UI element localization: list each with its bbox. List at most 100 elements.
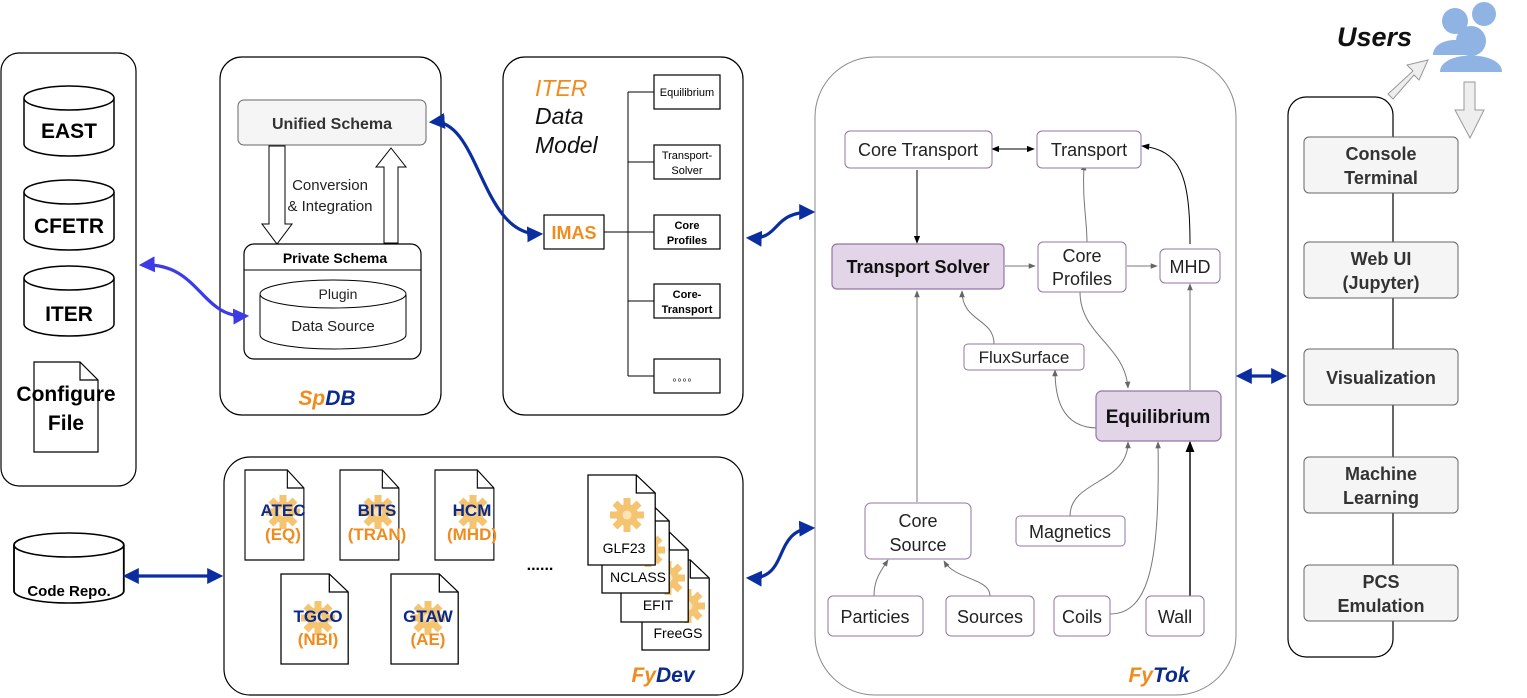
visualization-box (1303, 348, 1459, 406)
flux-surface-box (963, 343, 1085, 371)
emulation-label: Emulation (1337, 596, 1424, 616)
users-label: Users (1337, 22, 1412, 52)
web-ui-label: Web UI (1351, 249, 1412, 269)
iter-model-title-2: Data (535, 103, 584, 129)
iter-label: ITER (45, 303, 93, 326)
unified-schema-box (237, 99, 427, 146)
imas-box (543, 214, 605, 250)
core-source-box (864, 502, 972, 560)
core-profiles-box (1037, 241, 1127, 293)
coils-box (1053, 595, 1111, 637)
equilibrium-box (1095, 390, 1222, 442)
wall-box (1145, 595, 1205, 637)
tgco-tag: (NBI) (298, 630, 339, 649)
hcm-tag: (MHD) (447, 525, 497, 544)
sources-box (945, 595, 1035, 637)
private-schema-label: Private Schema (283, 250, 387, 266)
ids-core-profiles-label-2: Profiles (667, 235, 707, 247)
efit-label: EFIT (643, 597, 674, 613)
gtaw-name: GTAW (403, 607, 454, 626)
spdb-title: SpDB (298, 387, 355, 410)
east-label: EAST (41, 120, 97, 143)
unified-schema-label: Unified Schema (272, 116, 392, 133)
up-hollow-arrow (374, 147, 408, 244)
ids-more-label: 。。。。 (673, 373, 698, 384)
transport-solver-box (831, 243, 1005, 290)
ids-more-box (653, 358, 721, 394)
bits-tag: (TRAN) (348, 525, 407, 544)
iter-model-title-3: Model (535, 132, 599, 158)
ids-core-transport-box (653, 283, 721, 319)
configure-label: Configure (16, 383, 115, 406)
fytok-title: FyTok (1128, 664, 1190, 687)
learning-label: Learning (1343, 488, 1419, 508)
transport-label: Transport (1051, 140, 1127, 160)
fydev-title: FyDev (631, 664, 695, 687)
plugin-data-source (259, 279, 407, 350)
ids-transport-solver-label-2: Solver (671, 165, 703, 177)
ids-core-transport-label-1: Core- (673, 289, 702, 301)
blue-connectors (122, 112, 1288, 587)
data-source-label: Data Source (291, 318, 374, 335)
transport-solver-label: Transport Solver (846, 257, 989, 277)
jupyter-label: (Jupyter) (1342, 273, 1419, 293)
integration-label: & Integration (287, 198, 372, 215)
ids-core-profiles-label-1: Core (674, 220, 699, 232)
atec-name: ATEC (260, 501, 305, 520)
glf23-label: GLF23 (603, 540, 646, 556)
ids-core-profiles-box (653, 214, 721, 250)
fydev-ellipsis: ...... (527, 557, 554, 574)
machine-learning-box (1303, 456, 1459, 514)
hcm-name: HCM (453, 501, 492, 520)
atec-tag: (EQ) (265, 525, 301, 544)
code-repo-label: Code Repo. (27, 583, 110, 600)
imas-tree-lines (604, 91, 654, 377)
freegs-label: FreeGS (653, 625, 702, 641)
console-label: Console (1345, 144, 1416, 164)
pcs-label: PCS (1362, 572, 1399, 592)
ids-core-transport-label-2: Transport (662, 304, 713, 316)
users-icon (1433, 2, 1502, 72)
ids-equilibrium-label: Equilibrium (660, 87, 714, 99)
tgco-name: TGCO (293, 607, 342, 626)
sources-label: Sources (957, 607, 1023, 627)
magnetics-label: Magnetics (1029, 522, 1111, 542)
fytok-connectors (873, 143, 1195, 615)
equilibrium-label: Equilibrium (1106, 407, 1211, 428)
flux-surface-label: FluxSurface (979, 348, 1070, 367)
down-hollow-arrow (261, 145, 293, 245)
console-terminal-box (1303, 136, 1459, 194)
web-ui-box (1303, 241, 1459, 299)
file-label: File (48, 412, 84, 435)
ids-equilibrium-box (653, 74, 721, 110)
mhd-label: MHD (1170, 257, 1211, 277)
particles-label: Particies (840, 607, 909, 627)
cfetr-label: CFETR (34, 215, 104, 238)
coils-label: Coils (1062, 607, 1102, 627)
plugin-label: Plugin (319, 286, 358, 302)
magnetics-box (1015, 515, 1126, 547)
visualization-label: Visualization (1326, 368, 1436, 388)
gtaw-tag: (AE) (411, 630, 446, 649)
core-transport-label: Core Transport (858, 140, 978, 160)
conversion-label: Conversion (292, 177, 368, 194)
bits-name: BITS (358, 501, 397, 520)
core-transport-box (844, 130, 993, 169)
core-profiles-label-2: Profiles (1052, 269, 1112, 289)
ids-transport-solver-label-1: Transport- (662, 150, 713, 162)
wall-label: Wall (1158, 607, 1192, 627)
machine-label: Machine (1345, 464, 1417, 484)
ids-transport-solver-box (653, 144, 721, 180)
pcs-emulation-box (1303, 564, 1459, 622)
configure-file-icon (33, 361, 99, 453)
imas-label: IMAS (552, 223, 597, 243)
terminal-label: Terminal (1344, 168, 1418, 188)
mhd-box (1159, 248, 1221, 284)
core-source-label-2: Source (889, 535, 946, 555)
particles-box (827, 595, 924, 637)
transport-box (1036, 130, 1142, 169)
iter-model-title-1: ITER (535, 75, 587, 101)
core-source-label-1: Core (898, 511, 937, 531)
users-arrow-out (1387, 59, 1485, 140)
